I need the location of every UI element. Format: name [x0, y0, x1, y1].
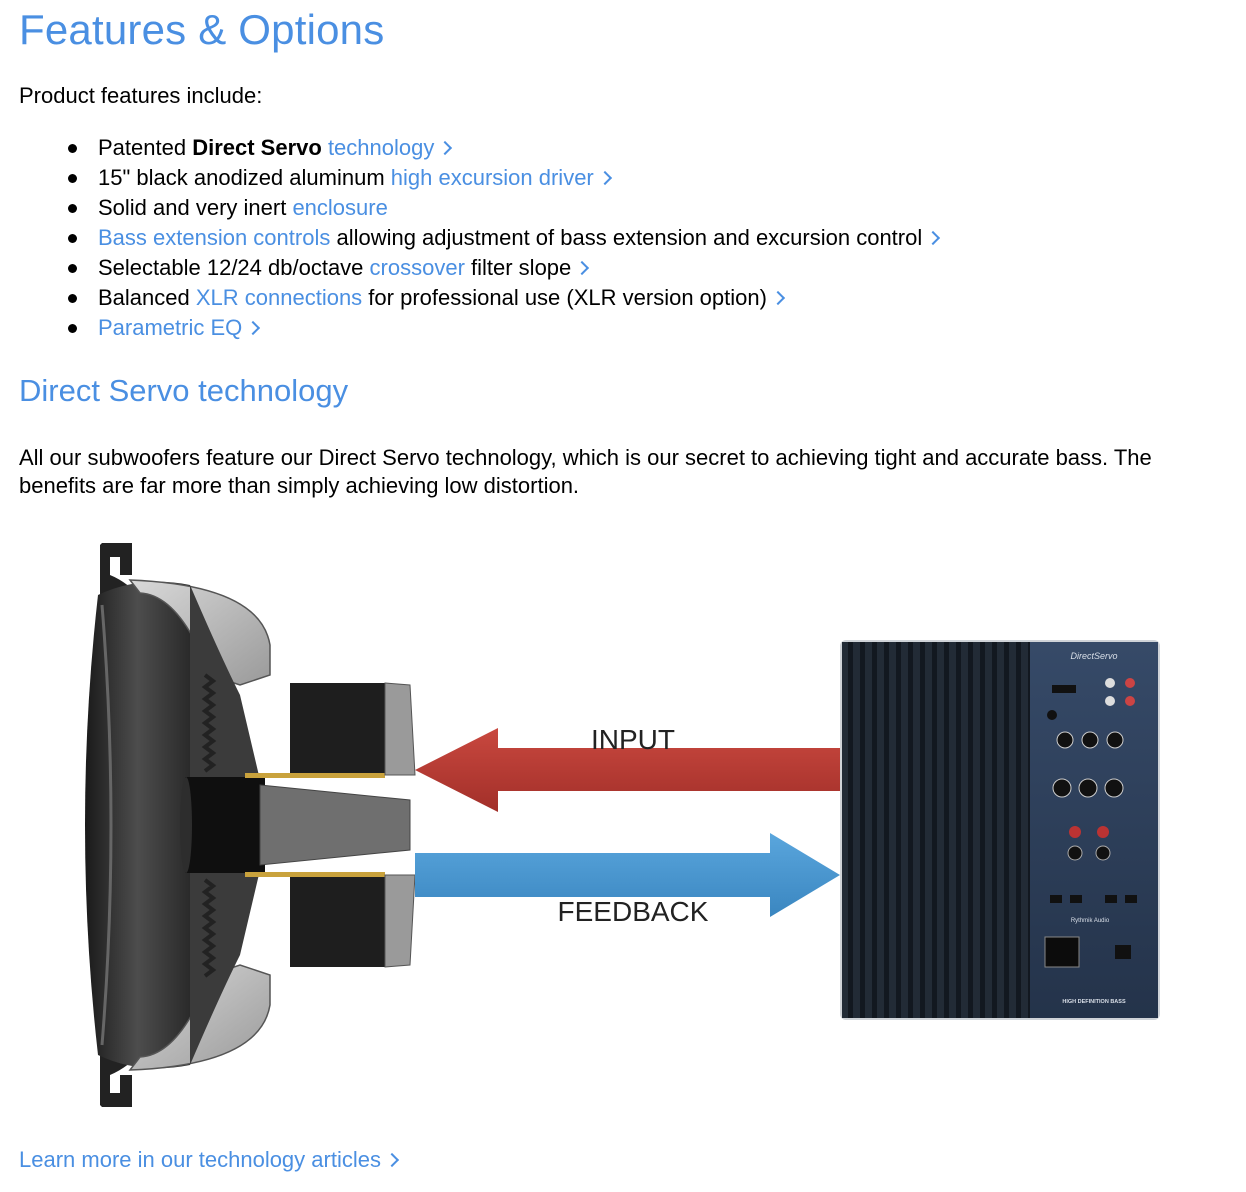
input-label: INPUT: [591, 724, 675, 755]
feature-item: Parametric EQ: [0, 313, 938, 343]
chevron-right-icon[interactable]: [926, 230, 941, 246]
feature-link[interactable]: enclosure: [292, 195, 388, 220]
section-paragraph: All our subwoofers feature our Direct Se…: [19, 445, 1152, 498]
chevron-right-icon[interactable]: [438, 140, 453, 156]
feature-text: Solid and very inert: [98, 195, 293, 220]
feature-item: Bass extension controls allowing adjustm…: [0, 223, 941, 253]
chevron-right-icon[interactable]: [575, 260, 590, 276]
feature-link[interactable]: XLR connections: [195, 285, 363, 310]
feature-text: 15" black anodized aluminum: [98, 165, 391, 190]
feature-item: Selectable 12/24 db/octave crossover fil…: [0, 253, 938, 283]
input-arrow: [415, 728, 840, 812]
feature-item: 15" black anodized aluminum high excursi…: [0, 163, 938, 193]
feature-link[interactable]: Bass extension controls: [98, 225, 331, 250]
feedback-label: FEEDBACK: [558, 896, 709, 927]
learn-more-text: Learn more in our technology articles: [19, 1147, 381, 1172]
feedback-arrow: [415, 833, 840, 917]
feature-text: allowing adjustment of bass extension an…: [330, 225, 923, 250]
bullet-icon: [68, 234, 77, 243]
bullet-icon: [68, 144, 77, 153]
feature-text: Selectable 12/24 db/octave: [98, 255, 370, 280]
bullet-icon: [68, 264, 77, 273]
feature-link[interactable]: Parametric EQ: [98, 315, 243, 340]
feature-text: filter slope: [464, 255, 572, 280]
amplifier-plate: DirectServo Rythmik Audio: [840, 640, 1160, 1020]
chevron-right-icon[interactable]: [770, 290, 786, 306]
chevron-right-icon: [384, 1152, 400, 1168]
bullet-icon: [68, 174, 77, 183]
feature-item: Balanced XLR connections for professiona…: [0, 283, 938, 313]
feature-bold-text: Direct Servo: [192, 135, 322, 160]
bullet-icon: [68, 294, 77, 303]
brand-label: DirectServo: [1070, 651, 1117, 661]
learn-more-link[interactable]: Learn more in our technology articles: [19, 1147, 400, 1173]
page-title: Features & Options: [19, 6, 385, 53]
bullet-icon: [68, 324, 77, 333]
chevron-right-icon[interactable]: [597, 170, 612, 186]
section-title: Direct Servo technology: [19, 373, 349, 408]
intro-text: Product features include:: [19, 83, 263, 108]
feature-text: Patented: [98, 135, 193, 160]
speaker-driver: [85, 543, 416, 1107]
direct-servo-diagram: INPUT FEEDBACK DirectServo: [85, 543, 1160, 1107]
feature-text: for professional use (XLR version option…: [362, 285, 767, 310]
feature-link[interactable]: technology: [327, 135, 435, 160]
chevron-right-icon[interactable]: [246, 320, 261, 336]
feature-text: Balanced: [98, 285, 196, 310]
feature-item: Patented Direct Servo technology: [0, 133, 938, 163]
feature-link[interactable]: high excursion driver: [390, 165, 594, 190]
bullet-icon: [68, 204, 77, 213]
feature-link[interactable]: crossover: [369, 255, 465, 280]
feature-item: Solid and very inert enclosure: [0, 193, 938, 223]
panel-caption: HIGH DEFINITION BASS: [1062, 999, 1126, 1005]
panel-maker-label: Rythmik Audio: [1071, 918, 1110, 924]
